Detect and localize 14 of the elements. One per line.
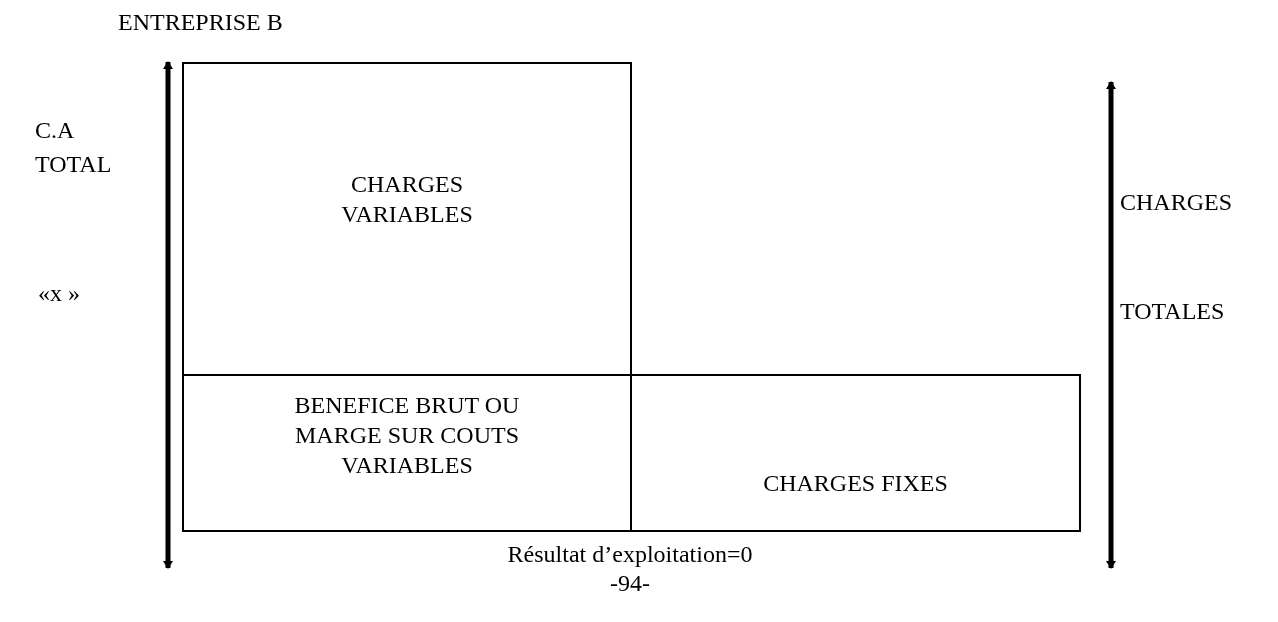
axis-label: TOTALES [1120, 297, 1225, 326]
page-number: -94- [610, 569, 650, 598]
variable-label: «x » [38, 279, 80, 308]
box-text: CHARGES VARIABLES [340, 170, 474, 229]
text-box [630, 374, 1081, 532]
text-box [182, 374, 632, 532]
axis-label: C.A [35, 116, 75, 145]
axis-label: TOTAL [35, 150, 112, 179]
result-note: Résultat d’exploitation=0 [507, 540, 753, 569]
title: ENTREPRISE B [118, 8, 283, 37]
box-text: CHARGES FIXES [762, 469, 949, 498]
text-box [182, 62, 632, 376]
box-text: BENEFICE BRUT OU MARGE SUR COUTS VARIABLES [293, 391, 521, 480]
axis-label: CHARGES [1120, 188, 1233, 217]
